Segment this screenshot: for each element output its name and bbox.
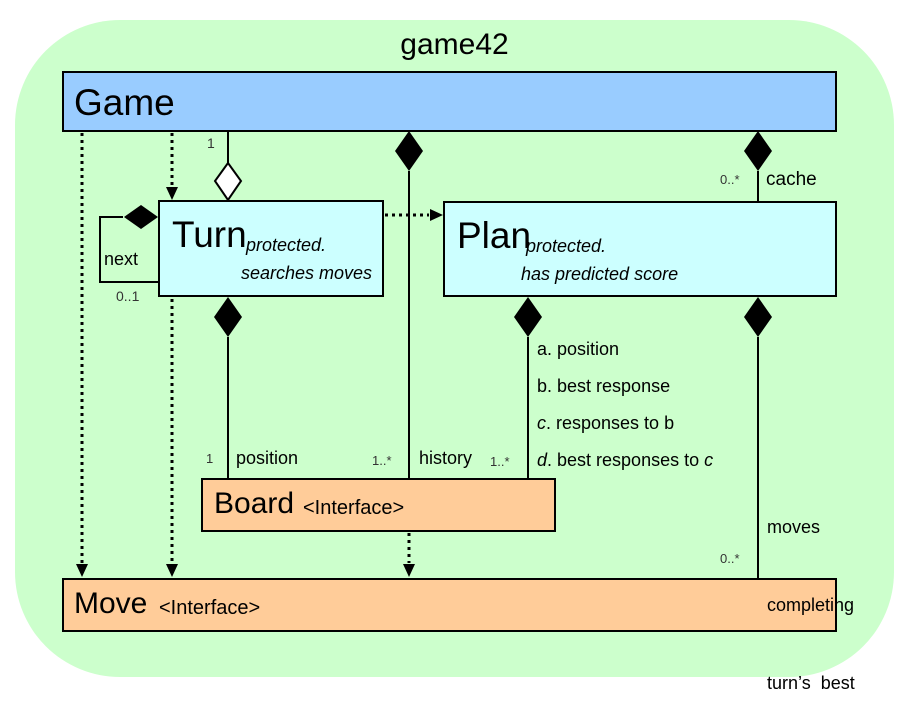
- note-text: d: [537, 450, 548, 470]
- turn-note-line1: protected.: [246, 235, 327, 255]
- class-box-board: Board <Interface>: [201, 478, 556, 532]
- plan-note-line2: has predicted score: [521, 264, 679, 284]
- game-turn-multiplicity: 1: [207, 135, 215, 151]
- plan-move-label-line: turn’s best: [767, 673, 855, 693]
- class-box-plan: Plan protected. has predicted score: [443, 201, 837, 297]
- plan-board-note-a: a. position: [537, 340, 619, 358]
- turn-next-label: next: [104, 249, 139, 269]
- note-text: . best responses to: [547, 450, 705, 470]
- plan-note-line1: protected.: [526, 236, 607, 256]
- move-stereotype: <Interface>: [159, 597, 261, 619]
- class-name-turn: Turn: [172, 214, 247, 255]
- note-text: . responses to b: [546, 413, 675, 433]
- note-text: a. position: [537, 339, 620, 359]
- game-board-multiplicity: 1..*: [372, 453, 392, 468]
- board-stereotype: <Interface>: [303, 497, 405, 519]
- class-name-move: Move: [74, 587, 148, 620]
- note-text: c: [537, 413, 546, 433]
- turn-board-multiplicity: 1: [206, 451, 214, 466]
- turn-note-line2: searches moves: [241, 263, 373, 283]
- note-text: c: [704, 450, 714, 470]
- plan-board-multiplicity: 1..*: [490, 454, 510, 469]
- class-box-turn: Turn protected. searches moves: [158, 200, 384, 297]
- plan-move-multiplicity: 0..*: [720, 551, 740, 566]
- turn-board-label: position: [236, 448, 299, 468]
- class-name-plan: Plan: [457, 215, 532, 256]
- class-box-move: Move <Interface>: [62, 578, 837, 632]
- note-text: b. best response: [537, 376, 671, 396]
- game-plan-multiplicity: 0..*: [720, 172, 740, 187]
- class-name-game: Game: [74, 82, 175, 123]
- plan-board-note-b: b. best response: [537, 377, 670, 395]
- plan-board-note-c: c. responses to b: [537, 414, 674, 432]
- plan-move-label-line: moves: [767, 517, 821, 537]
- class-name-board: Board: [214, 487, 295, 520]
- plan-move-label: moves completing turn’s best response: [767, 462, 855, 718]
- plan-board-note-d: d. best responses to c: [537, 451, 713, 469]
- plan-move-label-line: completing: [767, 595, 855, 615]
- class-box-game: Game: [62, 71, 837, 132]
- diagram-title: game42: [400, 28, 509, 61]
- turn-next-multiplicity: 0..1: [116, 288, 140, 304]
- game-board-label: history: [419, 448, 473, 468]
- game-plan-label: cache: [766, 169, 817, 190]
